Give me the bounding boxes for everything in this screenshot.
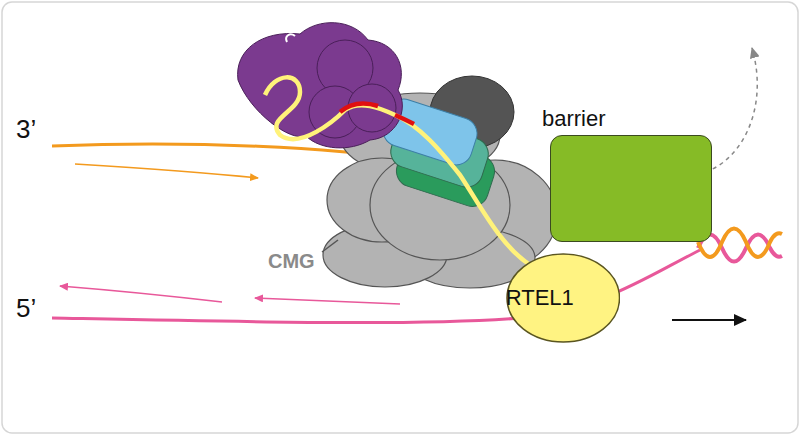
node-heading: barrier [542,106,606,132]
barrier-box: barrier [550,135,712,242]
strand-end: 3’ [16,114,36,145]
protein-ellipse: RTEL1 [506,253,621,343]
node-label: RTEL1 [506,285,574,311]
complex-name: CMG [268,250,315,273]
strand-end: 5’ [16,293,36,324]
